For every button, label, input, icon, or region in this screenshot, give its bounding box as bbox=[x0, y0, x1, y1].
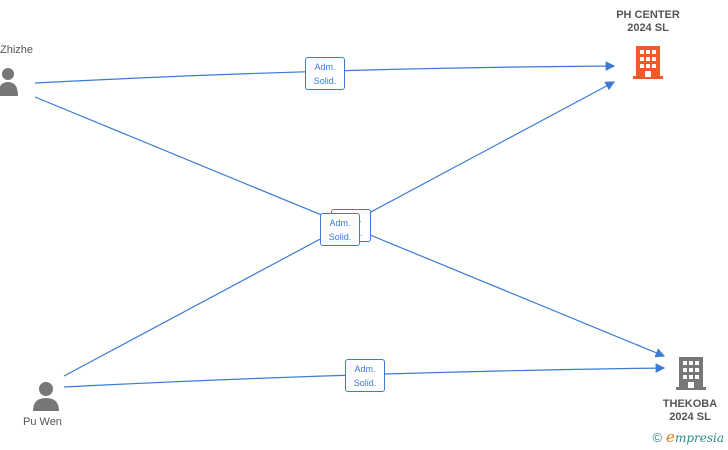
copyright-symbol: © bbox=[652, 429, 663, 445]
relation-role-line1: Adm. bbox=[354, 364, 376, 374]
relation-role-line1: Adm. bbox=[329, 218, 351, 228]
person-name[interactable]: Zhizhe bbox=[0, 44, 34, 56]
company-name[interactable]: PH CENTER 2024 SL bbox=[616, 9, 680, 34]
relation-role-line2: Solid. bbox=[353, 378, 377, 388]
empresia-logo: empresia bbox=[666, 428, 724, 446]
relation-role-line1: Adm. bbox=[314, 62, 336, 72]
relation-role-line2: Solid. bbox=[313, 76, 337, 86]
relation-label[interactable]: Adm. Solid. bbox=[345, 359, 385, 392]
company-name[interactable]: THEKOBA 2024 SL bbox=[662, 398, 718, 420]
relation-role-line2: Solid. bbox=[328, 232, 352, 242]
empresia-watermark: © empresia bbox=[652, 428, 724, 446]
relation-label[interactable]: Adm. Solid. bbox=[320, 213, 360, 246]
person-icon[interactable] bbox=[33, 382, 59, 411]
company-building-icon[interactable] bbox=[676, 357, 706, 390]
person-name[interactable]: Pu Wen bbox=[23, 416, 62, 428]
company-building-icon[interactable] bbox=[633, 46, 663, 79]
person-icon[interactable] bbox=[0, 68, 18, 96]
relation-label[interactable]: Adm. Solid. bbox=[305, 57, 345, 90]
